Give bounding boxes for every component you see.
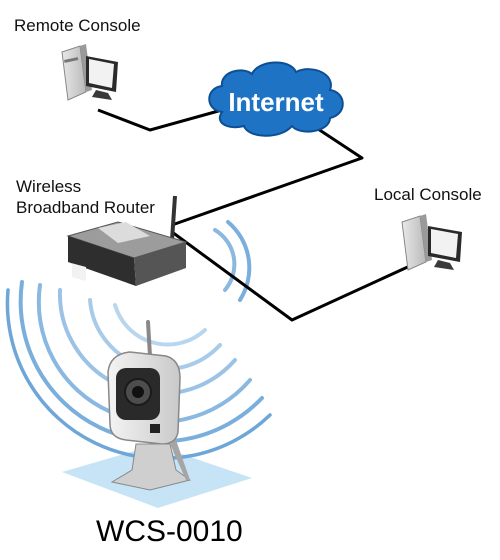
- router-to-local-cable: [171, 230, 413, 322]
- remote-console-computer-icon: [61, 44, 118, 101]
- router-label-line1: Wireless: [16, 177, 82, 196]
- network-cables: [97, 108, 413, 322]
- internet-label: Internet: [228, 87, 324, 117]
- remote-console-label: Remote Console: [14, 16, 141, 35]
- wireless-router-icon: [66, 195, 188, 286]
- internet-cloud-icon: [208, 61, 344, 137]
- camera-model-label: WCS-0010: [96, 515, 243, 548]
- local-console-computer-icon: [401, 214, 462, 271]
- internet-to-router-cable: [171, 123, 364, 227]
- router-label: Wireless Broadband Router: [16, 176, 155, 218]
- router-label-line2: Broadband Router: [16, 198, 155, 217]
- wcs-0010-camera-icon: [107, 320, 192, 491]
- remote-to-internet-cable: [97, 108, 223, 132]
- local-console-label: Local Console: [374, 185, 482, 204]
